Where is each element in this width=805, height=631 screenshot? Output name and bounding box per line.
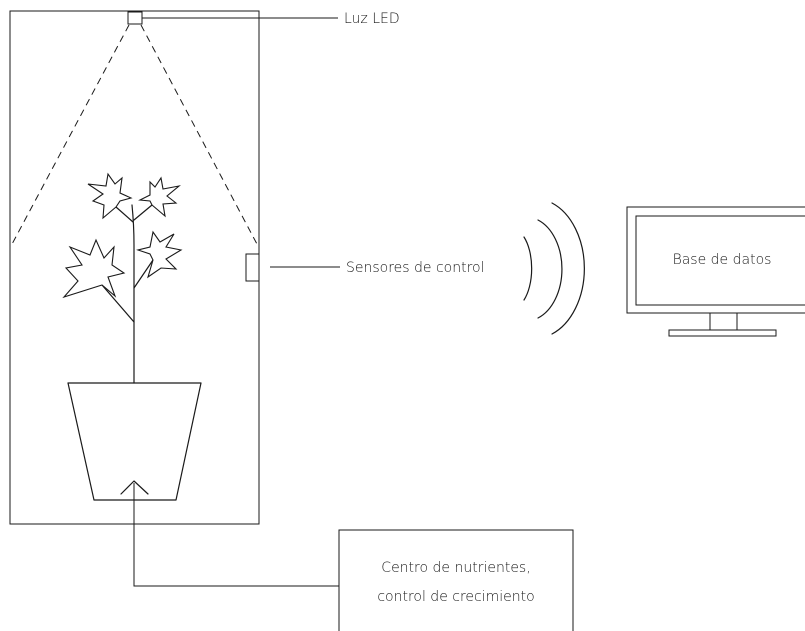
sensors-label: Sensores de control	[346, 260, 485, 276]
plant-icon	[64, 174, 181, 383]
sensor-icon	[246, 254, 259, 281]
nutrients-label-line2: control de crecimiento	[377, 589, 534, 605]
led-label: Luz LED	[344, 11, 400, 27]
nutrient-center-box	[339, 530, 573, 631]
nutrients-label-line1: Centro de nutrientes,	[381, 560, 530, 576]
wireless-signal-icon	[524, 203, 584, 334]
database-label: Base de datos	[673, 252, 772, 268]
light-cone	[11, 25, 258, 246]
pot-icon	[68, 383, 201, 500]
nutrient-feed-line	[134, 483, 339, 586]
monitor-icon	[627, 207, 805, 336]
led-light-icon	[128, 12, 142, 24]
